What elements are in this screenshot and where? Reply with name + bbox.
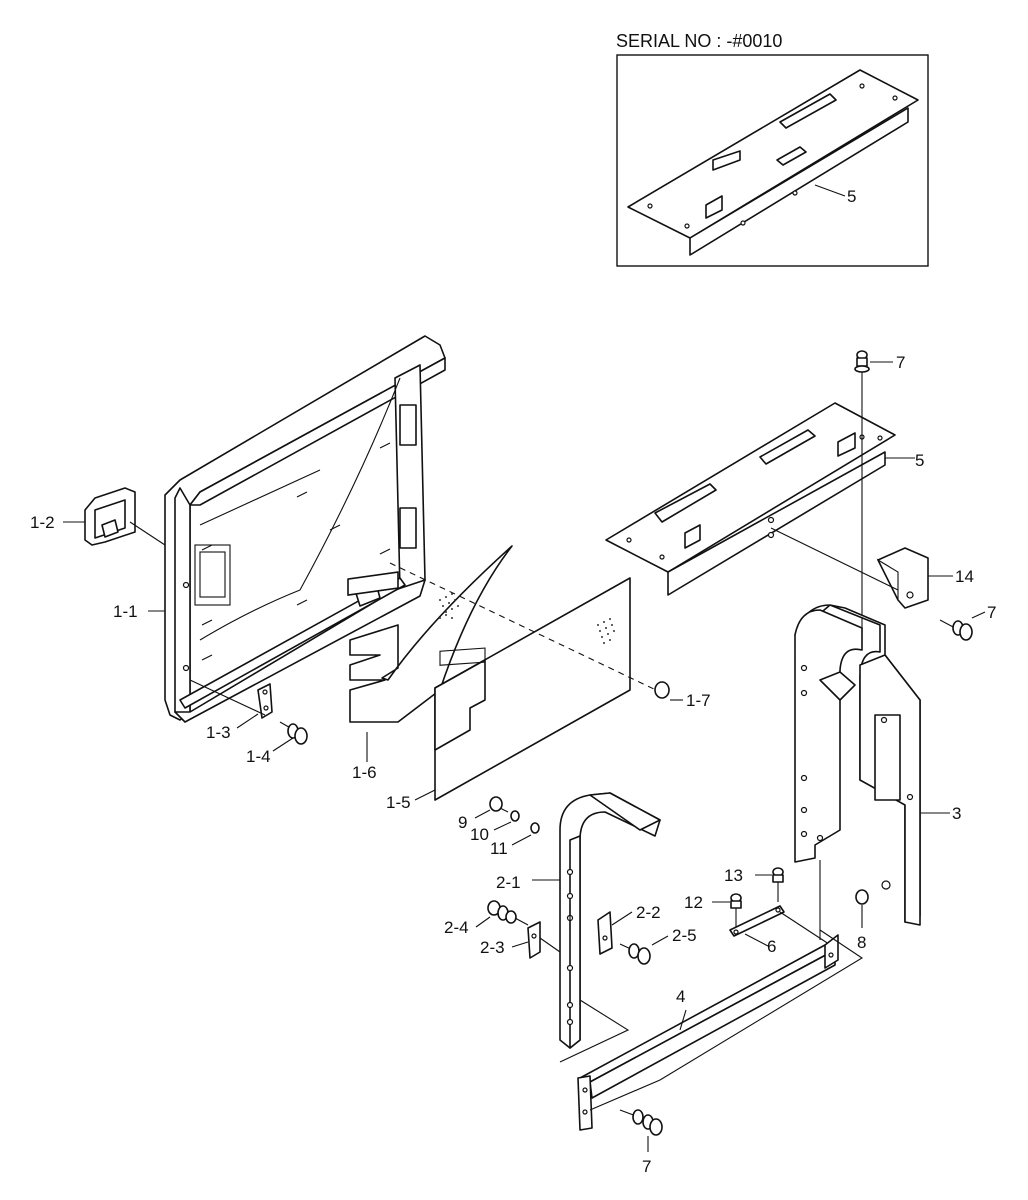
side-frame-part-2-1 [559, 792, 661, 1049]
callout-10: 10 [470, 825, 489, 844]
stay-part-6 [729, 905, 785, 937]
callout-12: 12 [684, 893, 703, 912]
screw-part-2-5 [619, 943, 651, 965]
callout-1-7: 1-7 [686, 691, 711, 710]
callout-8: 8 [857, 933, 866, 952]
callout-1-5: 1-5 [386, 793, 411, 812]
clip-part-1-3 [257, 683, 273, 719]
screw-part-1-4 [279, 721, 308, 745]
latch-part-1-2 [84, 487, 136, 546]
inset-bracket [627, 69, 919, 256]
callout-5: 5 [915, 451, 924, 470]
bracket-part-2-2 [597, 911, 613, 955]
callout-3: 3 [952, 804, 961, 823]
callout-6: 6 [767, 937, 776, 956]
panel-1-5-perforation [597, 618, 615, 644]
callout-1-2: 1-2 [30, 513, 55, 532]
door-frame-part-1-1 [164, 335, 446, 723]
serial-label: SERIAL NO : -#0010 [616, 31, 782, 51]
callout-1-1: 1-1 [113, 602, 138, 621]
insulation-panel-part-1-5 [434, 577, 631, 801]
callout-7-top: 7 [896, 353, 905, 372]
panel-1-6-perforation [439, 593, 459, 619]
callout-2-4: 2-4 [444, 918, 469, 937]
screw-part-13 [772, 867, 784, 902]
bracket-part-2-3 [527, 921, 541, 959]
side-frame-part-3 [794, 604, 921, 926]
screw-part-7-mid [939, 619, 973, 641]
washer-part-11 [530, 822, 540, 834]
callout-2-1: 2-1 [496, 873, 521, 892]
callout-4: 4 [676, 987, 685, 1006]
bottom-rail-part-4 [577, 934, 839, 1131]
screw-part-9 [489, 796, 509, 813]
angle-bracket-part-14 [876, 547, 929, 609]
callout-11: 11 [490, 839, 508, 858]
door-studs [201, 442, 391, 661]
callout-inset-5: 5 [847, 187, 856, 206]
washer-part-10 [510, 810, 520, 822]
callout-1-4: 1-4 [246, 747, 271, 766]
callout-7-mid: 7 [987, 603, 996, 622]
screw-part-2-4 [487, 900, 529, 926]
grommet-part-8 [855, 889, 869, 905]
callout-9: 9 [458, 813, 467, 832]
callout-2-5: 2-5 [672, 926, 697, 945]
insulation-panel-part-1-6 [347, 545, 513, 723]
callout-2-2: 2-2 [636, 903, 661, 922]
callout-1-3: 1-3 [206, 723, 231, 742]
plug-part-1-7 [654, 681, 670, 699]
inset-frame [616, 54, 929, 267]
callout-7-bottom: 7 [642, 1157, 651, 1176]
callout-13: 13 [724, 866, 743, 885]
screw-part-7-bottom [619, 1109, 663, 1136]
callout-14: 14 [955, 567, 974, 586]
callout-1-6: 1-6 [352, 763, 377, 782]
screw-part-7-top [854, 350, 870, 385]
mounting-bracket-part-5 [605, 402, 896, 596]
callout-2-3: 2-3 [480, 938, 505, 957]
serial-inset: SERIAL NO : -#0010 5 [616, 31, 929, 267]
